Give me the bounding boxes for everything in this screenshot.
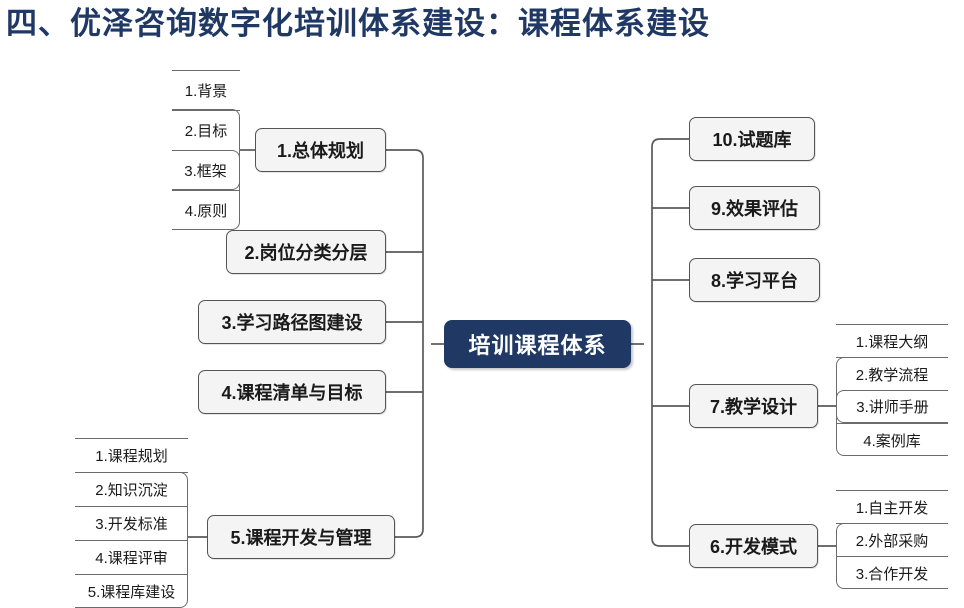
branch-node-right-8[interactable]: 8.学习平台: [689, 258, 820, 302]
branch-node-left-2[interactable]: 2.岗位分类分层: [226, 230, 386, 274]
sub-item[interactable]: 4.案例库: [836, 423, 948, 456]
branch-node-right-10[interactable]: 10.试题库: [689, 117, 815, 161]
sub-item[interactable]: 1.自主开发: [836, 490, 948, 523]
sub-item[interactable]: 3.合作开发: [836, 556, 948, 589]
branch-node-left-1[interactable]: 1.总体规划: [255, 128, 386, 172]
center-node[interactable]: 培训课程体系: [444, 320, 631, 368]
sub-item[interactable]: 1.课程规划: [75, 438, 188, 472]
sub-item[interactable]: 2.知识沉淀: [75, 472, 188, 506]
branch-node-left-4[interactable]: 4.课程清单与目标: [198, 370, 386, 414]
sub-item[interactable]: 3.讲师手册: [836, 390, 948, 423]
branch-node-right-9[interactable]: 9.效果评估: [689, 186, 820, 230]
sub-stack-right-6: 1.自主开发 2.外部采购 3.合作开发: [836, 490, 948, 589]
branch-node-right-7[interactable]: 7.教学设计: [689, 384, 818, 428]
sub-item[interactable]: 2.外部采购: [836, 523, 948, 556]
page-title: 四、优泽咨询数字化培训体系建设：课程体系建设: [6, 6, 710, 41]
sub-item[interactable]: 3.框架: [172, 150, 240, 190]
sub-item[interactable]: 5.课程库建设: [75, 574, 188, 608]
sub-item[interactable]: 4.原则: [172, 190, 240, 230]
sub-stack-left-1: 1.背景 2.目标 3.框架 4.原则: [172, 70, 240, 230]
sub-item[interactable]: 2.教学流程: [836, 357, 948, 390]
sub-item[interactable]: 4.课程评审: [75, 540, 188, 574]
sub-item[interactable]: 1.课程大纲: [836, 324, 948, 357]
sub-stack-right-7: 1.课程大纲 2.教学流程 3.讲师手册 4.案例库: [836, 324, 948, 456]
sub-item[interactable]: 3.开发标准: [75, 506, 188, 540]
sub-item[interactable]: 1.背景: [172, 70, 240, 110]
sub-item[interactable]: 2.目标: [172, 110, 240, 150]
branch-node-right-6[interactable]: 6.开发模式: [689, 524, 818, 568]
branch-node-left-5[interactable]: 5.课程开发与管理: [207, 515, 395, 559]
sub-stack-left-5: 1.课程规划 2.知识沉淀 3.开发标准 4.课程评审 5.课程库建设: [75, 438, 188, 608]
branch-node-left-3[interactable]: 3.学习路径图建设: [198, 300, 386, 344]
